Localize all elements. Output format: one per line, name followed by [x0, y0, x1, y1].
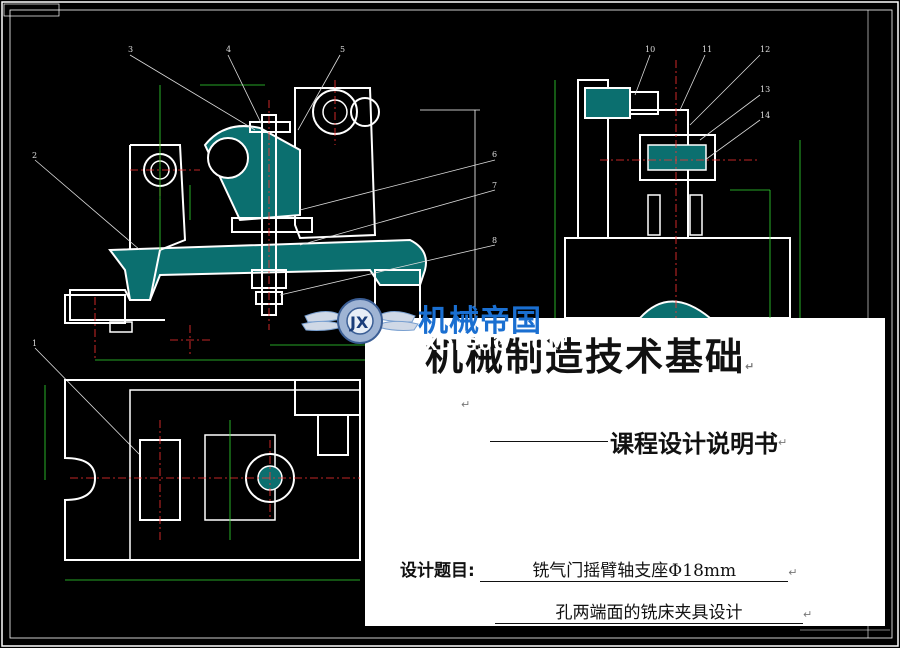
leader-line — [689, 54, 761, 126]
document-subtitle: 课程设计说明书 — [610, 430, 778, 458]
right-hole-side — [350, 97, 380, 127]
side-cutter — [639, 300, 711, 319]
side-clamp — [639, 134, 716, 181]
watermark-domain: JXDIGUO.COM — [416, 334, 567, 355]
side-pin — [689, 194, 703, 236]
design-topic-line1: 铣气门摇臂轴支座Φ18mm — [480, 556, 789, 582]
paragraph-mark: ↵ — [461, 398, 471, 411]
design-topic-row-2: 孔两端面的铣床夹具设计↵ — [495, 598, 812, 624]
side-support — [607, 109, 689, 239]
leader-line — [34, 159, 141, 251]
leader-line — [297, 54, 341, 131]
leader-line — [634, 54, 651, 96]
front-view: 3 4 5 2 6 7 8 1 — [32, 45, 497, 456]
title-corner-box — [3, 3, 60, 17]
part-callout: 8 — [492, 236, 497, 245]
leader-line — [699, 94, 761, 141]
leader-line — [679, 54, 706, 111]
svg-text:JX: JX — [349, 313, 369, 332]
leader-line — [299, 189, 496, 246]
part-callout: 10 — [645, 45, 655, 54]
left-bracket — [69, 144, 187, 321]
part-callout: 12 — [760, 45, 770, 54]
part-callout: 13 — [760, 85, 770, 94]
design-topic-row: 设计题目: 铣气门摇臂轴支座Φ18mm↵ — [400, 556, 797, 582]
side-clamp-hatch — [647, 144, 707, 171]
top-inner — [129, 389, 361, 561]
part-callout: 6 — [492, 150, 497, 159]
top-base — [64, 379, 361, 561]
leader-line — [279, 244, 496, 296]
right-bracket — [294, 87, 377, 240]
clamp-plate — [231, 217, 313, 233]
part-callout: 4 — [226, 45, 231, 54]
left-foot — [64, 294, 126, 324]
watermark-logo: JX 机械帝国 JXDIGUO.COM — [300, 288, 590, 358]
leader-line — [34, 347, 141, 456]
side-screw — [584, 87, 631, 119]
subtitle-rule — [490, 441, 608, 442]
part-callout: 14 — [760, 111, 770, 120]
subtitle-row: 课程设计说明书↵ — [490, 424, 787, 459]
course-title: 机械制造技术基础↵ — [425, 335, 757, 379]
part-callout: 7 — [492, 181, 497, 190]
leader-line — [704, 119, 761, 161]
watermark-brand: 机械帝国 — [418, 304, 542, 339]
side-nut — [629, 91, 659, 115]
gear-wings-icon: JX — [301, 298, 419, 344]
part-callout: 5 — [340, 45, 345, 54]
top-view — [44, 379, 361, 581]
part-callout: 2 — [32, 151, 37, 160]
side-view: 10 11 12 13 14 — [554, 45, 801, 330]
cover-page-panel: 机械制造技术基础↵ ↵ 课程设计说明书↵ 设计题目: 铣气门摇臂轴支座Φ18mm… — [365, 318, 885, 626]
design-topic-line2: 孔两端面的铣床夹具设计 — [495, 598, 803, 624]
foot-key — [109, 321, 133, 333]
leader-line — [299, 159, 496, 211]
design-topic-label: 设计题目: — [400, 561, 475, 581]
side-pin — [647, 194, 661, 236]
part-callout: 1 — [32, 339, 37, 348]
top-bracket — [294, 379, 361, 416]
leader-line — [227, 54, 263, 126]
leader-line — [129, 54, 256, 131]
workpiece-bore — [207, 137, 249, 179]
top-nut — [317, 414, 349, 456]
part-callout: 11 — [702, 45, 712, 54]
inner-frame — [9, 9, 893, 639]
part-callout: 3 — [128, 45, 133, 54]
